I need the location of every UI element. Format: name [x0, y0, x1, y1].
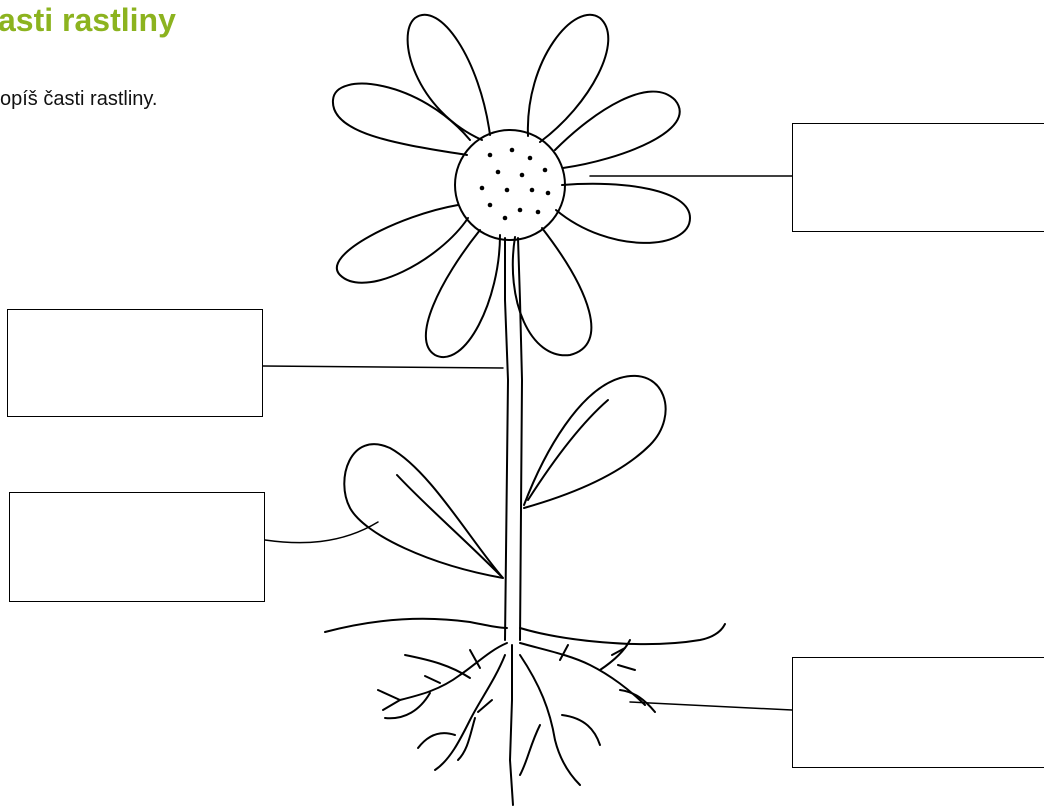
connector-leaf [264, 521, 379, 544]
roots [377, 639, 656, 806]
petal-bottom-right [511, 227, 593, 357]
connector-stem [262, 365, 504, 369]
label-box-root[interactable] [792, 657, 1044, 768]
petal-bottom-left [424, 229, 501, 358]
connector-root [629, 701, 793, 711]
leaf-right [523, 375, 667, 509]
worksheet-title: asti rastliny [0, 2, 176, 38]
petal-lower-right [555, 182, 691, 244]
petal-top-right [526, 13, 610, 143]
label-box-flower[interactable] [792, 123, 1044, 232]
leaf-left [343, 443, 504, 579]
petal-lower-left [336, 204, 469, 284]
petals [331, 13, 691, 358]
label-box-leaf[interactable] [9, 492, 265, 602]
worksheet-instruction: opíš časti rastliny. [0, 88, 158, 110]
petal-upper-right [554, 90, 681, 169]
flower-seeds [479, 147, 551, 221]
connector-lines [262, 175, 793, 711]
ground-line [324, 617, 726, 646]
flower-center [454, 129, 566, 241]
petal-top-left [406, 13, 491, 141]
stem [504, 237, 523, 641]
petal-upper-left [331, 82, 471, 156]
label-box-stem[interactable] [7, 309, 263, 417]
